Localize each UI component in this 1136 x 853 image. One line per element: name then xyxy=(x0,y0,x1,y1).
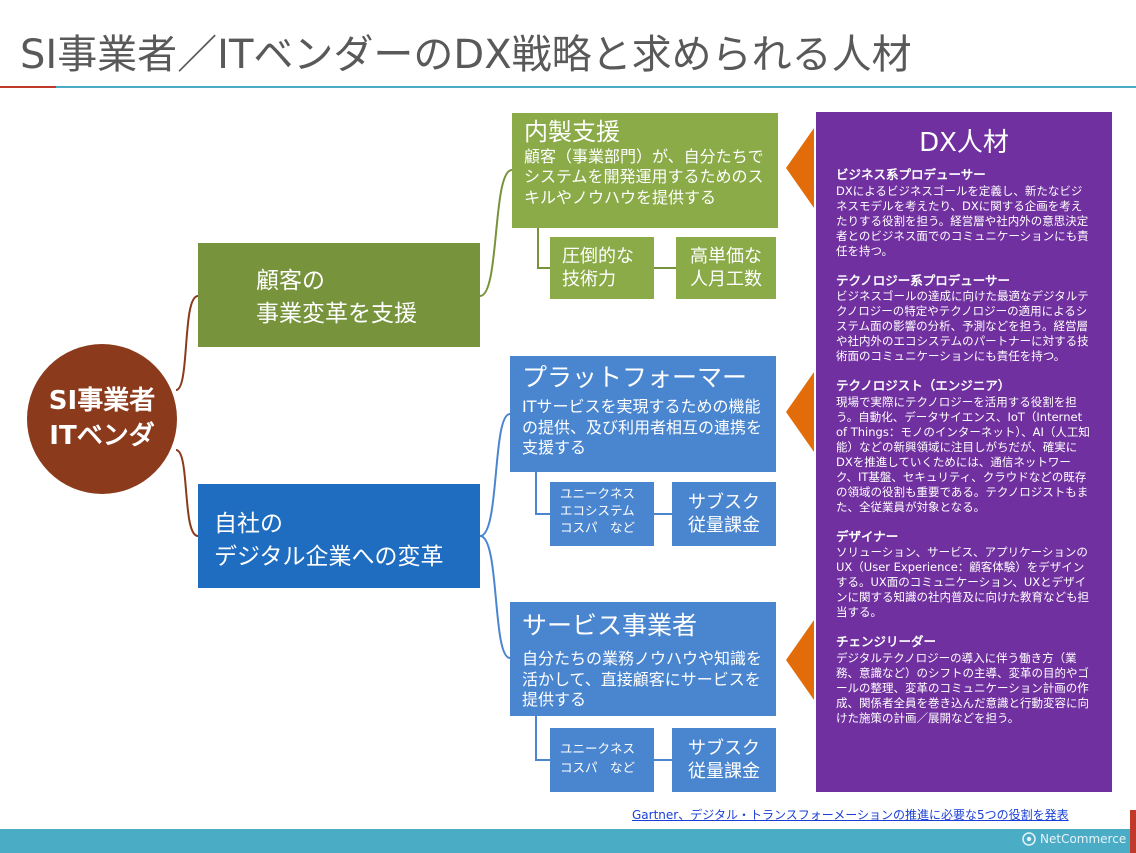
role-technology-producer: テクノロジー系プロデューサー ビジネスゴールの達成に向けた最適なデジタルテクノロ… xyxy=(836,273,1092,365)
platformer-text: ITサービスを実現するための機能の提供、及び利用者相互の連携を支援する xyxy=(522,396,763,458)
page-title: SI事業者／ITベンダーのDX戦略と求められる人材 xyxy=(20,32,912,78)
connector-bottom-service xyxy=(479,535,511,659)
role-body: ソリューション、サービス、アプリケーションのUX（User Experience… xyxy=(836,545,1089,620)
role-head: チェンジリーダー xyxy=(836,634,937,650)
connector-center-top xyxy=(175,295,199,391)
platformer-sub1-line3: コスパ など xyxy=(560,519,636,535)
logo-text: NetCommerce xyxy=(1040,832,1127,846)
platformer-sub1: ユニークネス エコシステム コスパ など xyxy=(550,482,654,546)
circle-label-1: SI事業者 xyxy=(48,385,156,416)
naisei-sub1-text: 圧倒的な技術力 xyxy=(562,245,634,290)
source-link[interactable]: Gartner、デジタル・トランスフォーメーションの推進に必要な5つの役割を発表 xyxy=(632,808,1069,822)
platformer-sub1-line1: ユニークネス xyxy=(560,486,636,501)
netcommerce-logo: NetCommerce xyxy=(1022,832,1126,846)
branch-top-line1: 顧客の xyxy=(256,268,325,294)
logo-mark-icon xyxy=(1022,832,1036,846)
role-change-leader: チェンジリーダー デジタルテクノロジーの導入に伴う働き方（業務、意識など）のシフ… xyxy=(836,634,1092,726)
circle-label-2: ITベンダ xyxy=(49,421,155,451)
branch-customer-transform: 顧客の 事業変革を支援 xyxy=(198,243,480,347)
branch-bottom-line2: デジタル企業への変革 xyxy=(214,544,444,571)
role-head: ビジネス系プロデューサー xyxy=(836,167,986,182)
service-sub1: ユニークネス コスパ など xyxy=(550,728,654,792)
platformer-sub2: サブスク従量課金 xyxy=(672,482,776,546)
connector-bottom-platformer xyxy=(479,413,511,537)
si-vendor-circle: SI事業者 ITベンダ xyxy=(27,344,177,494)
role-technologist: テクノロジスト（エンジニア） 現場で実際にテクノロジーを活用する役割を担う。自動… xyxy=(836,378,1092,514)
platformer-head: プラットフォーマー xyxy=(522,363,748,392)
service-text: 自分たちの業務ノウハウや知識を活かして、直接顧客にサービスを提供する xyxy=(522,648,763,710)
naisei-head: 内製支援 xyxy=(524,118,620,146)
role-head: テクノロジスト（エンジニア） xyxy=(836,378,1011,394)
role-body: ビジネスゴールの達成に向けた最適なデジタルテクノロジーの特定やテクノロジーの適用… xyxy=(836,289,1089,364)
naisei-sub2-text: 高単価な人月工数 xyxy=(690,245,762,290)
role-business-producer: ビジネス系プロデューサー DXによるビジネスゴールを定義し、新たなビジネスモデル… xyxy=(836,167,1092,259)
footer-bar xyxy=(0,829,1130,853)
role-body: 現場で実際にテクノロジーを活用する役割を担う。自動化、データサイエンス、IoT（… xyxy=(836,395,1090,514)
service-head: サービス事業者 xyxy=(522,611,698,640)
service-sub2: サブスク従量課金 xyxy=(672,728,776,792)
title-underline-accent xyxy=(0,86,56,88)
service-sub1-line2: コスパ など xyxy=(560,759,636,775)
connector-center-bottom xyxy=(175,449,199,537)
naisei-sub2: 高単価な人月工数 xyxy=(676,237,776,299)
connector-naisei-sub xyxy=(537,228,550,269)
title-underline xyxy=(0,86,1136,88)
dx-title: DX人材 xyxy=(919,128,1009,158)
service-sub2-text: サブスク従量課金 xyxy=(688,737,760,782)
arrow-left-icon xyxy=(786,128,814,208)
role-head: テクノロジー系プロデューサー xyxy=(836,272,1011,288)
role-head: デザイナー xyxy=(836,528,899,544)
connector-top-naisei xyxy=(479,169,513,297)
connector-service-sub xyxy=(535,716,550,761)
platformer-sub1-line2: エコシステム xyxy=(560,502,635,518)
arrow-left-icon xyxy=(786,620,814,700)
service-box: サービス事業者 自分たちの業務ノウハウや知識を活かして、直接顧客にサービスを提供… xyxy=(510,602,776,716)
naisei-box: 内製支援 顧客（事業部門）が、自分たちでシステムを開発運用するためのスキルやノウ… xyxy=(512,113,778,228)
arrow-left-icon xyxy=(786,372,814,452)
naisei-sub1: 圧倒的な技術力 xyxy=(550,237,654,299)
role-designer: デザイナー ソリューション、サービス、アプリケーションのUX（User Expe… xyxy=(836,529,1092,621)
platformer-sub2-text: サブスク従量課金 xyxy=(688,491,760,536)
branch-top-line2: 事業変革を支援 xyxy=(256,301,417,328)
footer-accent xyxy=(1130,810,1136,853)
platformer-box: プラットフォーマー ITサービスを実現するための機能の提供、及び利用者相互の連携… xyxy=(510,356,776,472)
branch-own-digital: 自社の デジタル企業への変革 xyxy=(198,484,480,588)
naisei-text: 顧客（事業部門）が、自分たちでシステムを開発運用するためのスキルやノウハウを提供… xyxy=(524,146,764,208)
dx-talent-panel: DX人材 ビジネス系プロデューサー DXによるビジネスゴールを定義し、新たなビジ… xyxy=(816,112,1112,792)
role-body: デジタルテクノロジーの導入に伴う働き方（業務、意識など）のシフトの主導、変革の目… xyxy=(836,650,1089,725)
connector-platformer-sub xyxy=(535,472,550,515)
service-sub1-line1: ユニークネス xyxy=(560,741,636,756)
branch-bottom-line1: 自社の xyxy=(214,511,283,537)
role-body: DXによるビジネスゴールを定義し、新たなビジネスモデルを考えたり、DXに関する企… xyxy=(836,183,1089,258)
